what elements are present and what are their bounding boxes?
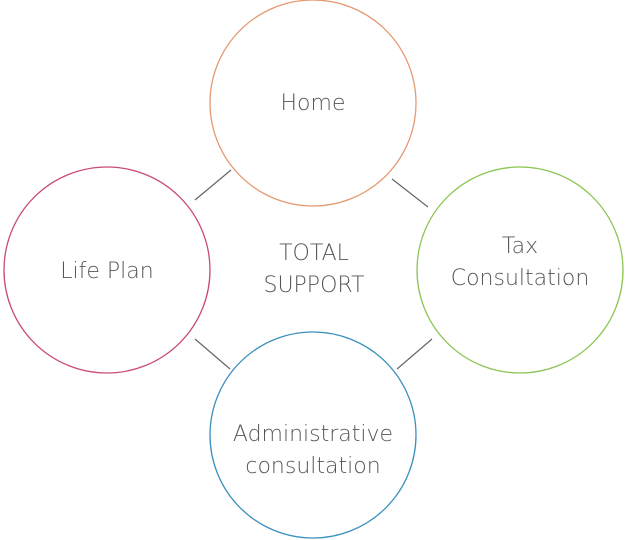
- home-label: Home: [280, 91, 346, 116]
- home-circle: [209, 0, 417, 207]
- admin-label-line2: consultation: [245, 454, 381, 479]
- tax-label-line1: Tax: [501, 234, 539, 259]
- connector-line: [396, 338, 433, 370]
- admin-circle: [209, 331, 417, 539]
- life-plan-label: Life Plan: [60, 259, 154, 284]
- tax-circle: [416, 166, 624, 374]
- connector-line: [391, 178, 429, 208]
- center-label-line1: TOTAL: [279, 241, 349, 266]
- life-plan-circle: [3, 166, 211, 374]
- center-label: TOTAL SUPPORT: [263, 238, 364, 302]
- connector-line: [194, 169, 232, 201]
- admin-label-line1: Administrative: [232, 422, 394, 447]
- admin-label: Administrative consultation: [233, 419, 393, 483]
- center-label-line2: SUPPORT: [263, 273, 365, 298]
- tax-label-line2: Consultation: [450, 266, 590, 291]
- connector-line: [194, 338, 231, 370]
- tax-label: Tax Consultation: [451, 231, 590, 295]
